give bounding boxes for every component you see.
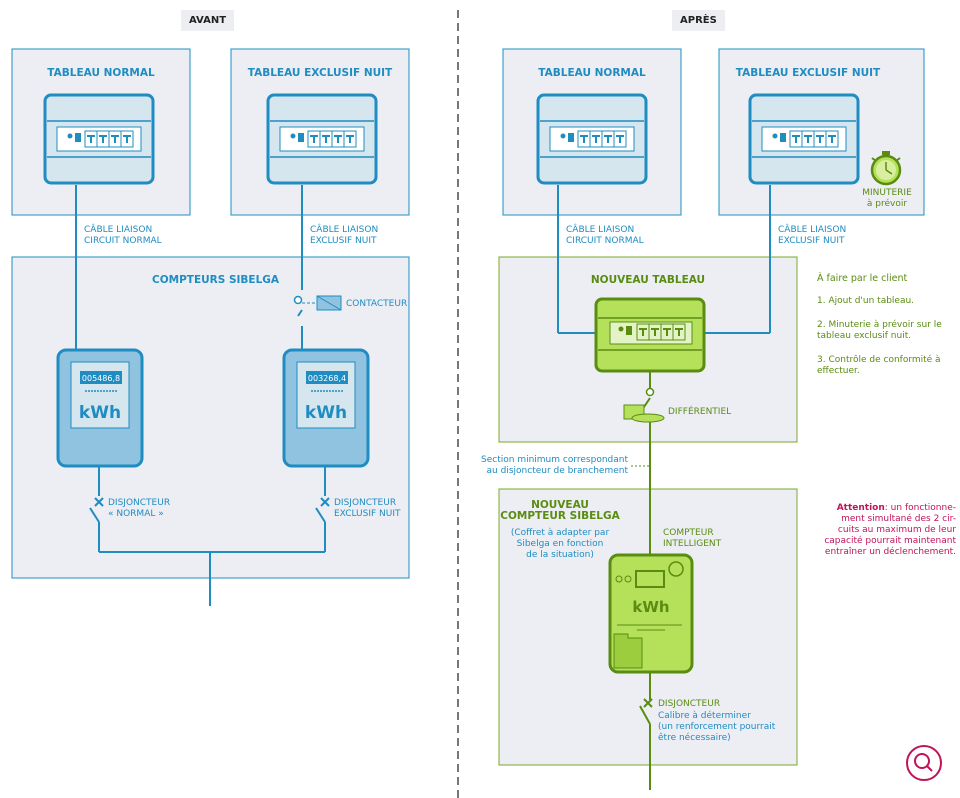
left-panel-normal-title: TABLEAU NORMAL <box>47 67 155 79</box>
new-meter-sub: (Coffret à adapter par Sibelga en foncti… <box>510 528 610 560</box>
header-after: APRÈS <box>672 10 725 31</box>
smart-meter-icon <box>608 553 694 674</box>
zoom-button[interactable] <box>906 745 942 781</box>
breaker-normal-label: DISJONCTEUR « NORMAL » <box>108 498 171 519</box>
meter-night-icon <box>282 348 370 468</box>
smart-meter-unit: kWh <box>632 598 669 616</box>
warning-note: Attention: un fonctionne- ment simultané… <box>800 503 956 558</box>
smart-meter-label: COMPTEUR INTELLIGENT <box>663 528 722 549</box>
differential-label: DIFFÉRENTIEL <box>668 407 732 417</box>
right-cable-normal: CÂBLE LIAISON CIRCUIT NORMAL <box>566 225 644 246</box>
breaker-night-icon <box>320 497 330 507</box>
meter-normal-reading: 005486,8 <box>82 374 120 383</box>
timer-label: MINUTERIE à prévoir <box>862 188 912 209</box>
warning-label: Attention <box>836 503 885 513</box>
todo-item-2: 2. Minuterie à prévoir sur le tableau ex… <box>817 320 942 341</box>
search-icon <box>914 753 933 772</box>
left-cable-night: CÂBLE LIAISON EXCLUSIF NUIT <box>310 225 379 246</box>
left-normal-panel-icon <box>43 93 155 185</box>
right-panel-night-title: TABLEAU EXCLUSIF NUIT <box>735 67 881 79</box>
breaker-new-text: Calibre à déterminer (un renforcement po… <box>658 711 776 743</box>
todo-title: À faire par le client <box>817 273 908 284</box>
contactor-label: CONTACTEUR <box>346 299 408 309</box>
right-panel-normal-title: TABLEAU NORMAL <box>538 67 646 79</box>
timer-icon <box>870 151 902 186</box>
meter-normal-icon <box>56 348 144 468</box>
todo-item-3: 3. Contrôle de conformité à effectuer. <box>817 355 941 376</box>
breaker-new-icon <box>643 698 653 708</box>
new-meter-title: NOUVEAU COMPTEUR SIBELGA <box>500 499 620 522</box>
warning-text: : un fonctionne- ment simultané des 2 ci… <box>824 503 956 557</box>
left-cable-normal: CÂBLE LIAISON CIRCUIT NORMAL <box>84 225 162 246</box>
new-panel-icon <box>594 297 706 373</box>
left-panel-night-title: TABLEAU EXCLUSIF NUIT <box>247 67 393 79</box>
new-panel-title: NOUVEAU TABLEAU <box>590 274 706 286</box>
section-note: Section minimum correspondant au disjonc… <box>481 455 628 476</box>
right-cable-night: CÂBLE LIAISON EXCLUSIF NUIT <box>778 225 847 246</box>
meters-title: COMPTEURS SIBELGA <box>152 274 280 286</box>
meter-night-reading: 003268,4 <box>308 374 346 383</box>
header-before: AVANT <box>181 10 235 31</box>
left-night-panel-icon <box>266 93 378 185</box>
breaker-new-title: DISJONCTEUR <box>658 699 721 709</box>
breaker-normal-icon <box>94 497 104 507</box>
meter-normal-unit: kWh <box>79 403 121 423</box>
meter-night-unit: kWh <box>305 403 347 423</box>
breaker-night-label: DISJONCTEUR EXCLUSIF NUIT <box>334 498 401 519</box>
right-night-panel-icon <box>748 93 860 185</box>
right-normal-panel-icon <box>536 93 648 185</box>
todo-item-1: 1. Ajout d'un tableau. <box>817 296 915 306</box>
differential-icon <box>631 413 665 423</box>
